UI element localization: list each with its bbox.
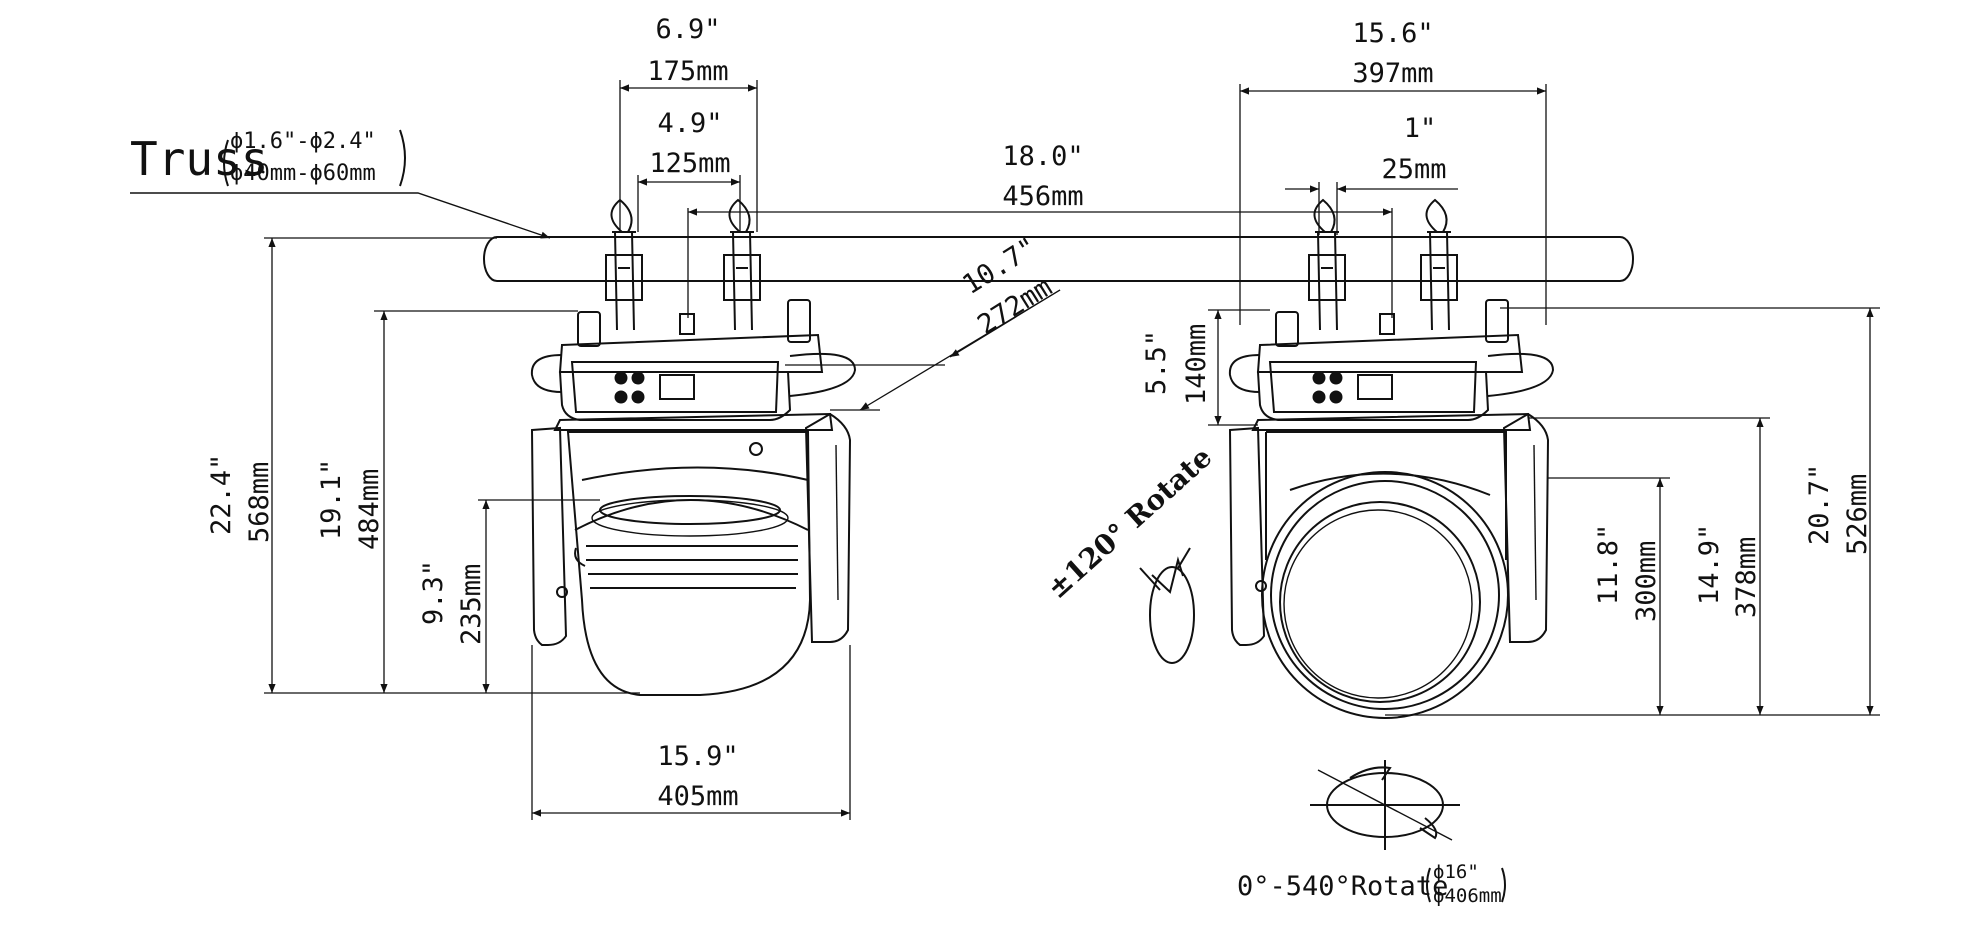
hook-inch: 1" — [1404, 113, 1437, 144]
dim-base-height: 5.5" 140mm — [1141, 309, 1270, 426]
right-height-mm: 526mm — [1842, 474, 1873, 555]
bottom-width-mm: 405mm — [657, 781, 738, 812]
lens-height-inch: 11.8" — [1593, 524, 1624, 605]
dim-lens-height: 11.8" 300mm — [1385, 477, 1880, 716]
pan-diameter-mm: ϕ406mm — [1433, 885, 1502, 907]
dim-total-height: 22.4" 568mm — [206, 237, 640, 694]
left-fixture — [530, 198, 857, 696]
height-484-mm: 484mm — [354, 469, 385, 550]
height-235-inch: 9.3" — [418, 560, 449, 625]
dim-diagonal: 10.7" 272mm — [785, 232, 1061, 411]
arm-height-inch: 14.9" — [1694, 524, 1725, 605]
dim-bottom-width: 15.9" 405mm — [531, 645, 851, 820]
height-484-inch: 19.1" — [316, 459, 347, 540]
clamp-inner-inch: 4.9" — [657, 108, 722, 139]
total-height-mm: 568mm — [244, 462, 275, 543]
clamp-outer-mm: 175mm — [647, 56, 728, 87]
dim-hook: 1" 25mm — [1285, 113, 1458, 235]
truss-pipe — [483, 236, 1634, 282]
height-235-mm: 235mm — [456, 564, 487, 645]
clamp-outer-inch: 6.9" — [655, 14, 720, 45]
bottom-width-inch: 15.9" — [657, 741, 738, 772]
right-fixture — [1228, 198, 1555, 719]
pan-rotate-label: 0°-540°Rotate — [1237, 871, 1448, 902]
base-height-inch: 5.5" — [1141, 330, 1172, 395]
right-width-inch: 15.6" — [1352, 18, 1433, 49]
pan-diameter-inch: ϕ16" — [1433, 861, 1479, 883]
spacing-mm: 456mm — [1002, 181, 1083, 212]
right-height-inch: 20.7" — [1804, 464, 1835, 545]
dim-clamp-inner: 4.9" 125mm — [637, 108, 741, 232]
pan-rotate-indicator: 0°-540°Rotate ϕ16" ϕ406mm — [1237, 760, 1506, 907]
left-clamp-1 — [605, 198, 643, 331]
arm-height-mm: 378mm — [1731, 537, 1762, 618]
base-height-mm: 140mm — [1181, 324, 1212, 405]
dim-height-484: 19.1" 484mm — [316, 310, 578, 693]
lens-height-mm: 300mm — [1631, 541, 1662, 622]
truss-label: Truss — [130, 132, 268, 186]
total-height-inch: 22.4" — [206, 454, 237, 535]
truss-diameter-mm: ϕ40mm-ϕ60mm — [230, 161, 376, 186]
tilt-rotate-indicator: ±120° Rotate — [1041, 441, 1219, 664]
tilt-rotate-label: ±120° Rotate — [1041, 441, 1219, 606]
dim-spacing: 18.0" 456mm — [687, 141, 1393, 318]
spacing-inch: 18.0" — [1002, 141, 1083, 172]
dim-arm-height: 14.9" 378mm — [1528, 417, 1770, 715]
dim-height-235: 9.3" 235mm — [418, 499, 600, 693]
dim-clamp-outer: 6.9" 175mm — [619, 14, 758, 232]
hook-mm: 25mm — [1381, 154, 1446, 185]
clamp-inner-mm: 125mm — [649, 148, 730, 179]
dim-right-width: 15.6" 397mm — [1239, 18, 1547, 325]
right-clamp-1 — [1308, 198, 1346, 331]
truss-callout: Truss ϕ1.6"-ϕ2.4" ϕ40mm-ϕ60mm — [130, 129, 551, 239]
right-clamp-2 — [1420, 198, 1458, 331]
truss-diameter-inch: ϕ1.6"-ϕ2.4" — [230, 129, 376, 154]
dim-right-height: 20.7" 526mm — [1500, 307, 1880, 715]
right-width-mm: 397mm — [1352, 58, 1433, 89]
left-clamp-2 — [723, 198, 761, 331]
